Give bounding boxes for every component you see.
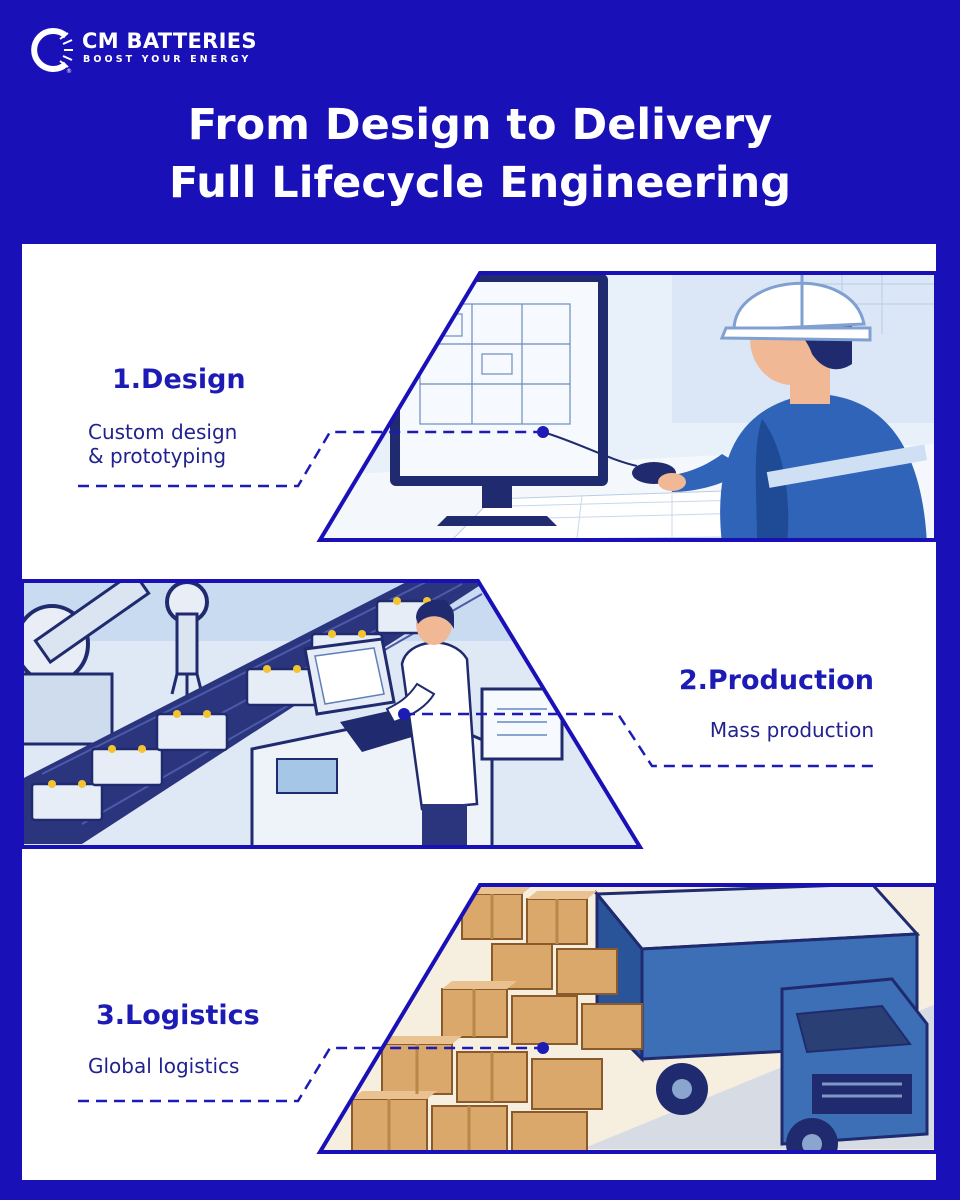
step-2-description: Mass production	[709, 718, 874, 742]
design-connector-dot	[537, 426, 549, 438]
design-connector-line	[78, 430, 543, 488]
logistics-scene-illustration	[316, 883, 936, 1154]
step-3-description: Global logistics	[88, 1054, 240, 1078]
illustration-canvas	[22, 271, 936, 1154]
production-connector-dot	[398, 708, 410, 720]
production-scene-illustration	[22, 579, 644, 849]
content-panel: 1.Design Custom design & prototyping 2.P…	[22, 244, 936, 1180]
step-2-heading: 2.Production	[678, 665, 874, 696]
brand-logo: ® CM BATTERIES BOOST YOUR ENERGY	[26, 26, 286, 75]
step-1-description: Custom design & prototyping	[88, 420, 238, 468]
production-connector-line	[404, 712, 873, 768]
brand-tagline: BOOST YOUR ENERGY	[83, 54, 252, 65]
title-line-2: Full Lifecycle Engineering	[169, 158, 791, 208]
battery-ring-icon: ®	[31, 28, 73, 75]
title-line-1: From Design to Delivery	[187, 100, 773, 150]
svg-text:®: ®	[66, 68, 72, 74]
design-scene-illustration	[316, 271, 936, 542]
logistics-connector-dot	[537, 1042, 549, 1054]
logistics-connector-line	[78, 1046, 543, 1103]
step-3-heading: 3.Logistics	[96, 1000, 260, 1031]
step-1-heading: 1.Design	[112, 364, 246, 395]
page-title: From Design to Delivery Full Lifecycle E…	[0, 96, 960, 212]
brand-name: CM BATTERIES	[82, 29, 257, 53]
